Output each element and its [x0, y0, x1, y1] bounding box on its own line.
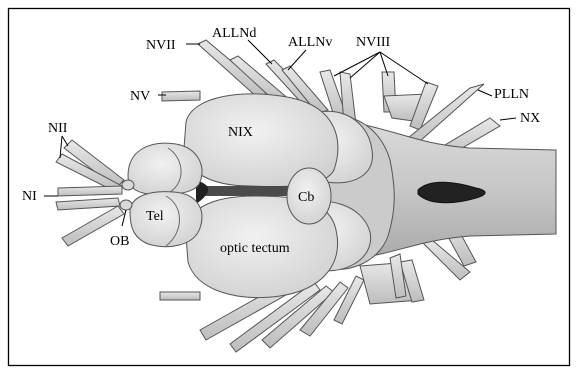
label-nix: NIX — [228, 125, 253, 140]
label-nv: NV — [130, 89, 150, 104]
nerve-lower-a — [160, 292, 200, 300]
olfactory-bulb-upper — [122, 180, 134, 190]
midline-dark — [198, 186, 300, 196]
label-cb: Cb — [298, 190, 314, 205]
telencephalon-upper — [128, 143, 202, 195]
label-optic-tectum: optic tectum — [220, 241, 290, 256]
label-allnv: ALLNv — [288, 35, 332, 50]
label-tel: Tel — [146, 209, 164, 224]
telencephalon-lower — [130, 192, 202, 247]
label-ni: NI — [22, 189, 37, 204]
label-nvii: NVII — [146, 38, 176, 53]
label-nii: NII — [48, 121, 68, 136]
label-nviii: NVIII — [356, 35, 391, 50]
label-ob: OB — [110, 234, 129, 249]
olfactory-bulb-lower — [120, 200, 132, 210]
label-allnd: ALLNd — [212, 26, 256, 41]
nerve-nv — [162, 91, 200, 101]
label-nx: NX — [520, 111, 540, 126]
label-plln: PLLN — [494, 87, 529, 102]
nerve-ni-a — [58, 186, 122, 196]
